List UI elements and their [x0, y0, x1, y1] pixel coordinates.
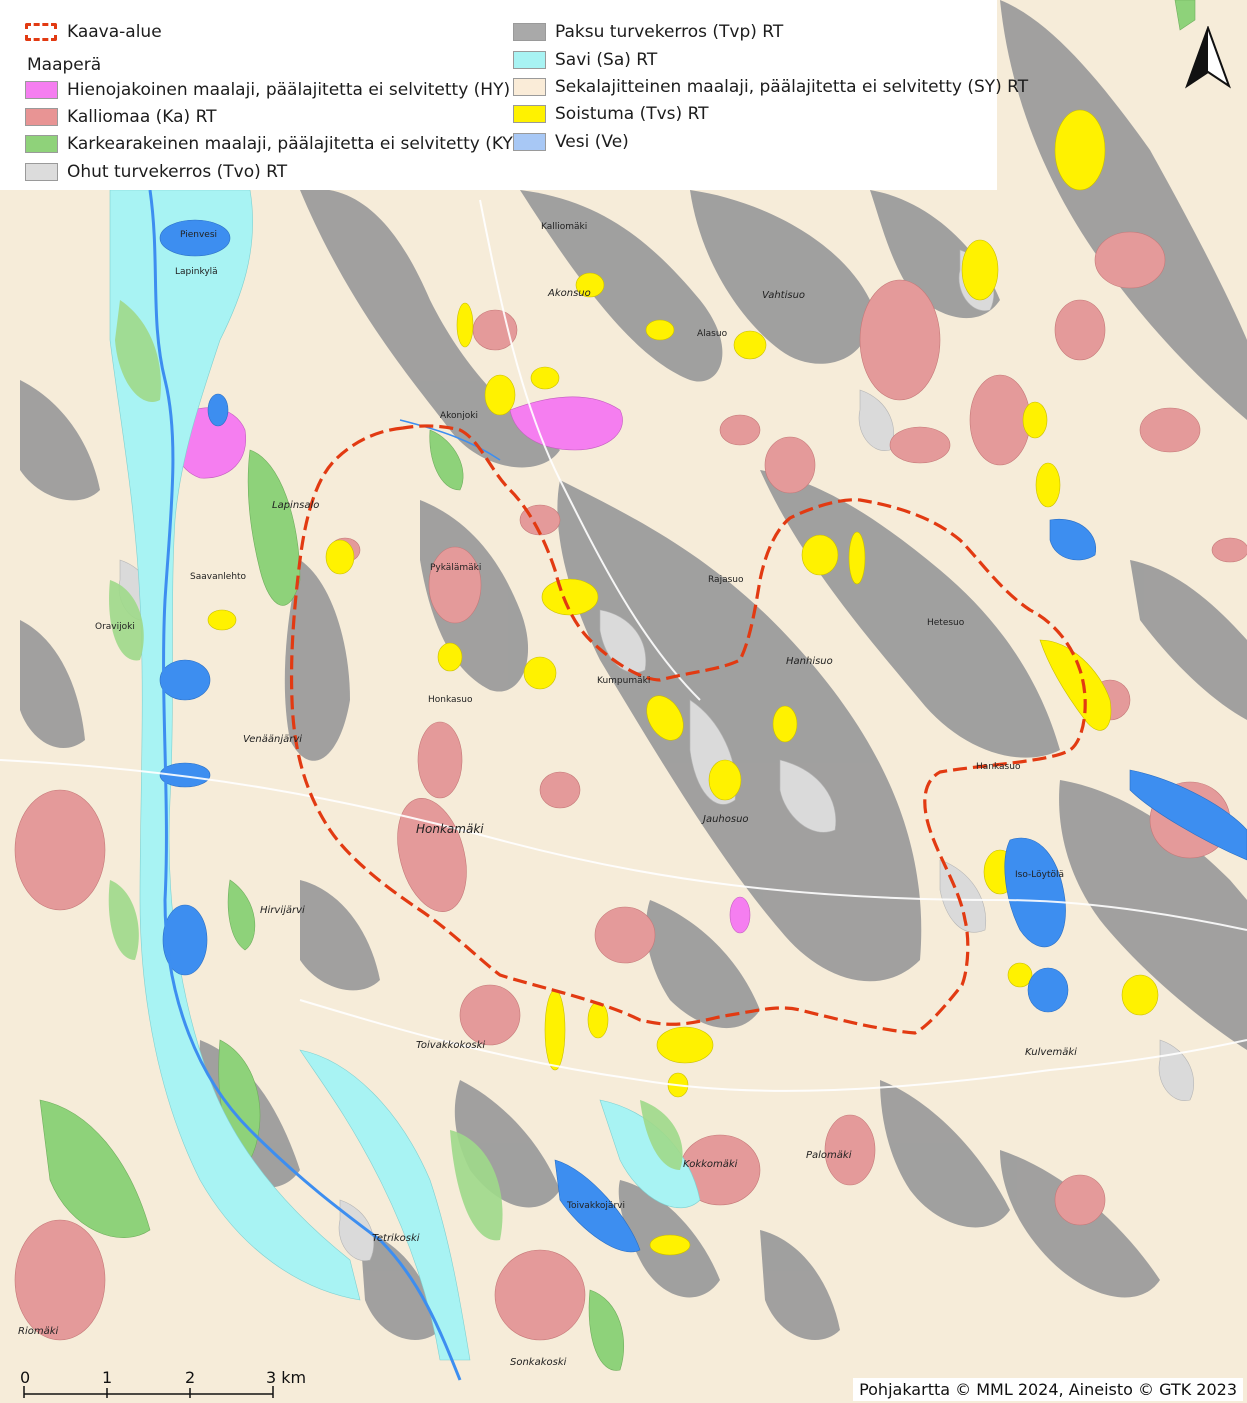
legend-label: Kalliomaa (Ka) RT — [67, 107, 217, 127]
place-label: Sonkakoski — [510, 1357, 567, 1368]
place-label: Iso-Löytölä — [1015, 870, 1065, 880]
legend-label: Ohut turvekerros (Tvo) RT — [67, 162, 288, 182]
coarse-soil-areas-river — [108, 300, 683, 1241]
place-label: Pykälämäki — [430, 563, 482, 573]
legend-item-hy: Hienojakoinen maalaji, päälajitetta ei s… — [25, 80, 536, 100]
legend-swatch — [25, 135, 58, 153]
legend-label: Paksu turvekerros (Tvp) RT — [555, 22, 784, 42]
place-label: Vahtisuo — [762, 290, 806, 301]
place-label: Riomäki — [18, 1326, 59, 1337]
place-label: Saavanlehto — [190, 572, 247, 582]
place-label: Honkamäki — [416, 822, 484, 836]
north-arrow-icon — [1185, 26, 1231, 89]
legend-item-sa: Savi (Sa) RT — [513, 50, 657, 70]
map-legend: Kaava-alue Maaperä Hienojakoinen maalaji… — [0, 0, 1028, 190]
plan-area-boundary — [289, 424, 1087, 1035]
legend-item-tvo: Ohut turvekerros (Tvo) RT — [25, 162, 287, 182]
place-label: Akonsuo — [548, 288, 591, 299]
legend-item-tvp: Paksu turvekerros (Tvp) RT — [513, 22, 783, 42]
legend-label: Kaava-alue — [67, 22, 162, 42]
scale-label: 2 — [185, 1368, 196, 1387]
place-label: Kulvemäki — [1025, 1047, 1077, 1058]
place-label: Hetesuo — [927, 618, 965, 628]
place-label: Akonjoki — [440, 411, 478, 421]
place-label: Hankasuo — [976, 762, 1021, 772]
legend-swatch — [513, 51, 546, 69]
legend-title: Maaperä — [27, 55, 102, 75]
scale-bar — [23, 1386, 274, 1398]
legend-item-sy: Sekalajitteinen maalaji, päälajitetta ei… — [513, 77, 1028, 97]
place-label: Kokkomäki — [683, 1159, 738, 1170]
place-label: Palomäki — [806, 1150, 852, 1161]
legend-swatch — [513, 23, 546, 41]
place-label: Alasuo — [697, 329, 728, 339]
river — [148, 189, 462, 1381]
place-label: Venäänjärvi — [243, 734, 303, 745]
place-label: Pienvesi — [180, 230, 218, 240]
water-areas — [159, 219, 1247, 1253]
scale-label: 0 — [20, 1368, 31, 1387]
legend-item-ky: Karkearakeinen maalaji, päälajitetta ei … — [25, 134, 546, 154]
place-label: Lapinsalo — [272, 500, 320, 511]
legend-swatch — [25, 163, 58, 181]
stream — [399, 419, 501, 461]
place-label: Oravijoki — [95, 622, 135, 632]
legend-label: Savi (Sa) RT — [555, 50, 658, 70]
place-label: Rajasuo — [708, 575, 744, 585]
place-label: Tetrikoski — [372, 1233, 420, 1244]
scale-label: 3 km — [266, 1368, 307, 1387]
legend-swatch — [513, 105, 546, 123]
place-label: Toivakkokoski — [416, 1040, 486, 1051]
legend-swatch — [513, 133, 546, 151]
place-label: Toivakkojärvi — [567, 1201, 625, 1211]
legend-plan-area: Kaava-alue — [25, 22, 162, 42]
legend-item-ka: Kalliomaa (Ka) RT — [25, 107, 217, 127]
place-label: Kumpumäki — [597, 676, 651, 686]
place-label: Hanhisuo — [786, 656, 833, 667]
place-label: Honkasuo — [428, 695, 473, 705]
legend-swatch — [513, 78, 546, 96]
legend-label: Karkearakeinen maalaji, päälajitetta ei … — [67, 134, 546, 154]
place-label: Kalliomäki — [541, 222, 588, 232]
place-label: Jauhosuo — [703, 814, 749, 825]
legend-label: Hienojakoinen maalaji, päälajitetta ei s… — [67, 80, 537, 100]
place-label: Hirvijärvi — [260, 905, 305, 916]
legend-label: Soistuma (Tvs) RT — [555, 104, 709, 124]
coarse-soil-areas — [39, 0, 1196, 1371]
wetland-areas — [207, 109, 1159, 1256]
place-label: Lapinkylä — [175, 267, 218, 277]
legend-label: Vesi (Ve) — [555, 132, 629, 152]
plan-area-swatch — [25, 23, 57, 41]
roads — [0, 199, 1247, 1092]
legend-label: Sekalajitteinen maalaji, päälajitetta ei… — [555, 77, 1029, 97]
legend-item-ve: Vesi (Ve) — [513, 132, 629, 152]
legend-swatch — [25, 81, 58, 99]
map-credit: Pohjakartta © MML 2024, Aineisto © GTK 2… — [853, 1378, 1243, 1401]
legend-item-tvs: Soistuma (Tvs) RT — [513, 104, 709, 124]
legend-swatch — [25, 108, 58, 126]
scale-label: 1 — [102, 1368, 113, 1387]
